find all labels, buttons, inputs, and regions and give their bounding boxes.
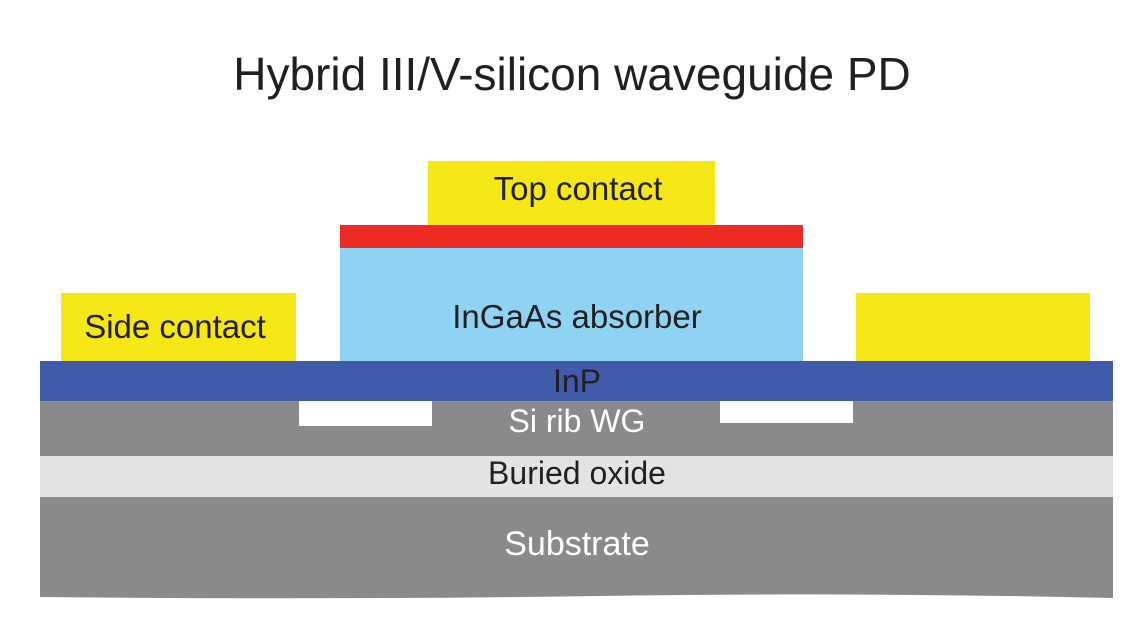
diagram-title: Hybrid III/V-silicon waveguide PD xyxy=(233,48,911,100)
buried-oxide-label: Buried oxide xyxy=(488,455,666,491)
substrate-label: Substrate xyxy=(504,525,650,563)
inp-layer xyxy=(40,361,1113,401)
si-rib-wg-layer xyxy=(40,401,1113,456)
ingaas-absorber-layer xyxy=(340,248,803,361)
side-contact-label: Side contact xyxy=(84,308,266,345)
substrate-layer xyxy=(40,497,1113,599)
ingaas-absorber-label: InGaAs absorber xyxy=(452,298,701,335)
side-contact-left xyxy=(61,293,296,361)
top-contact xyxy=(428,161,715,225)
p-doped-layer xyxy=(340,225,803,248)
si-etched-trench-left xyxy=(299,401,432,426)
buried-oxide-layer xyxy=(40,456,1113,497)
inp-label: InP xyxy=(553,363,601,399)
side-contact-right xyxy=(856,293,1090,361)
si-rib-wg-label: Si rib WG xyxy=(509,403,646,439)
top-contact-label: Top contact xyxy=(494,170,663,207)
si-etched-trench-right xyxy=(720,401,853,423)
